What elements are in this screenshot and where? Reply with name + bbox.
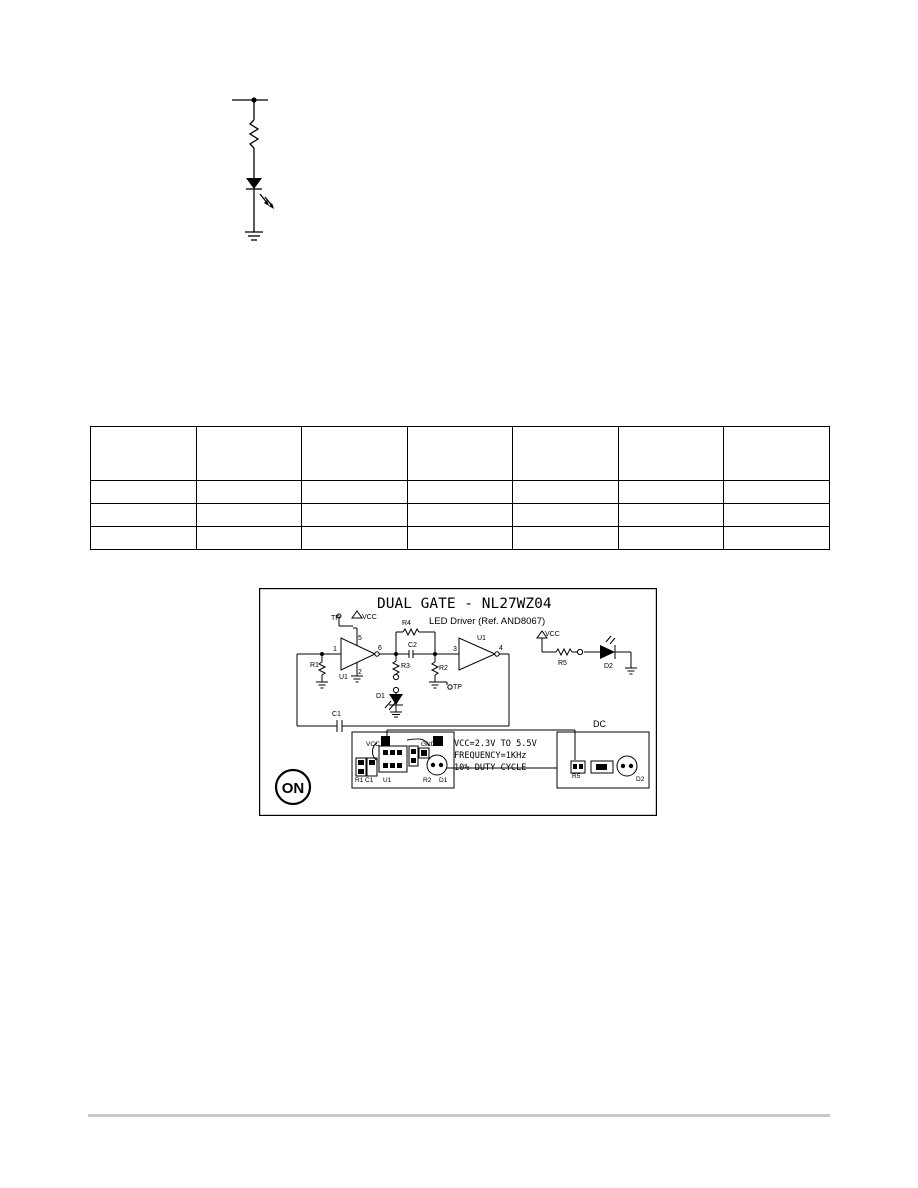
table-cell bbox=[195, 503, 303, 527]
schematic-element: R2 bbox=[439, 665, 448, 672]
schematic-element: 1 bbox=[333, 646, 337, 653]
table-cell bbox=[90, 426, 197, 481]
component-labels: TP VCC VCC R1 R2 R3 R4 R5 C1 C2 U1 U1 D1… bbox=[310, 614, 613, 718]
table-cell bbox=[195, 526, 303, 550]
schematic-element: R5 bbox=[572, 773, 581, 780]
schematic-element: R4 bbox=[402, 620, 411, 627]
schematic-element: 4 bbox=[499, 645, 503, 652]
schematic-element: C2 bbox=[408, 642, 417, 649]
table-cell bbox=[406, 426, 514, 481]
table-cell bbox=[90, 503, 197, 527]
schematic-element: D2 bbox=[604, 663, 613, 670]
board-frame bbox=[259, 588, 657, 816]
table-header-row bbox=[90, 426, 830, 481]
led-resistor-schematic bbox=[232, 97, 274, 241]
schematic-element: 2 bbox=[358, 669, 362, 676]
schematic-element bbox=[336, 613, 584, 694]
schematic-element bbox=[232, 99, 274, 241]
table-cell bbox=[301, 480, 408, 504]
table-cell bbox=[301, 526, 408, 550]
table-cell bbox=[617, 526, 725, 550]
table-cell bbox=[512, 426, 619, 481]
schematic-element: ON bbox=[282, 780, 305, 797]
table-cell bbox=[195, 480, 303, 504]
table-cell bbox=[406, 503, 514, 527]
table-row bbox=[90, 526, 830, 550]
schematic-element: C1 bbox=[365, 777, 374, 784]
footer-rule bbox=[88, 1114, 830, 1117]
pcb-labels: VCC GND R5 D2 D1 R1 C1 R2 U1 bbox=[355, 741, 645, 784]
schematic-element: R1 bbox=[310, 662, 319, 669]
schematic-element: TP bbox=[331, 615, 340, 622]
schematic-element: FREQUENCY=1KHz bbox=[454, 751, 526, 761]
schematic-element: VCC bbox=[545, 631, 560, 638]
table-cell bbox=[723, 426, 830, 481]
schematic-element: 3 bbox=[453, 646, 457, 653]
board-subtitle: LED Driver (Ref. AND8067) bbox=[429, 616, 545, 627]
table-cell bbox=[90, 480, 197, 504]
table-cell bbox=[512, 526, 619, 550]
table-cell bbox=[512, 480, 619, 504]
schematic-element: R5 bbox=[558, 660, 567, 667]
schematic-element: TP bbox=[453, 684, 462, 691]
table-row bbox=[90, 503, 830, 527]
schematic-element: VCC bbox=[362, 614, 377, 621]
schematic-fills bbox=[320, 610, 615, 705]
schematic-element: VCC bbox=[366, 741, 380, 748]
schematic-element: D1 bbox=[439, 777, 448, 784]
schematic-element: D1 bbox=[376, 693, 385, 700]
schematic-element: R1 bbox=[355, 777, 364, 784]
table-cell bbox=[90, 526, 197, 550]
table-cell bbox=[301, 426, 408, 481]
board-title: DUAL GATE - NL27WZ04 bbox=[377, 596, 552, 612]
table-cell bbox=[723, 480, 830, 504]
schematic-element: 6 bbox=[378, 645, 382, 652]
table-cell bbox=[617, 426, 725, 481]
table-row bbox=[90, 480, 830, 504]
schematic-element: U1 bbox=[383, 777, 392, 784]
schematic-element: D2 bbox=[636, 776, 645, 783]
table-cell bbox=[723, 503, 830, 527]
pcb-left-layout bbox=[355, 736, 448, 777]
schematic-element: C1 bbox=[332, 711, 341, 718]
schematic-element: R2 bbox=[423, 777, 432, 784]
pcb-right-layout bbox=[570, 755, 638, 777]
table-cell bbox=[723, 526, 830, 550]
evaluation-board-figure: DUAL GATE - NL27WZ04 LED Driver (Ref. AN… bbox=[259, 588, 657, 816]
spec-table bbox=[90, 426, 830, 550]
schematic-element: U1 bbox=[339, 674, 348, 681]
table-cell bbox=[301, 503, 408, 527]
dc-label: DC bbox=[593, 719, 606, 729]
table-cell bbox=[512, 503, 619, 527]
table-cell bbox=[195, 426, 303, 481]
table-cell bbox=[617, 480, 725, 504]
schematic-element: 10% DUTY CYCLE bbox=[454, 763, 526, 773]
schematic-element: GND bbox=[421, 741, 436, 748]
schematic-element: R3 bbox=[401, 663, 410, 670]
schematic-element: 5 bbox=[358, 635, 362, 642]
table-cell bbox=[617, 503, 725, 527]
board-notes: VCC=2.3V TO 5.5V FREQUENCY=1KHz 10% DUTY… bbox=[454, 739, 537, 773]
schematic-element: VCC=2.3V TO 5.5V bbox=[454, 739, 537, 749]
table-cell bbox=[406, 480, 514, 504]
schematic-element: U1 bbox=[477, 635, 486, 642]
table-cell bbox=[406, 526, 514, 550]
on-semiconductor-logo: ON bbox=[274, 768, 312, 806]
